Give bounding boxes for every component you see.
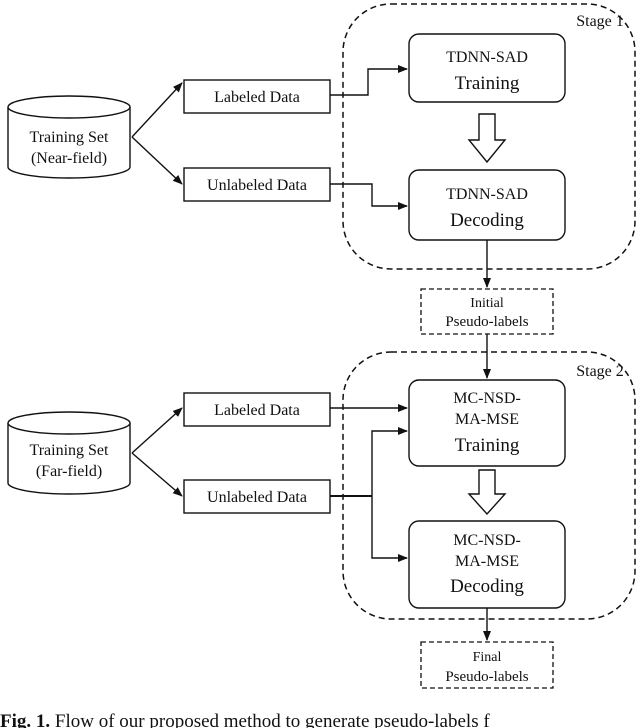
arrow-unlabeled-to-mc-decoding bbox=[371, 496, 408, 562]
tdnn-sad-decoding-line1: TDNN-SAD bbox=[446, 186, 528, 203]
figure-caption: Fig. 1. Flow of our proposed method to g… bbox=[0, 712, 640, 728]
tdnn-sad-training-line1: TDNN-SAD bbox=[446, 49, 528, 66]
caption-text: Flow of our proposed method to generate … bbox=[54, 712, 490, 728]
mc-decoding-line1: MC-NSD- bbox=[453, 532, 521, 549]
final-pseudo-labels-line2: Pseudo-labels bbox=[445, 669, 528, 685]
labeled-data-box-1: Labeled Data bbox=[183, 79, 331, 114]
hollow-arrow-stage1 bbox=[467, 113, 507, 164]
tdnn-sad-decoding-box: TDNN-SAD Decoding bbox=[408, 169, 566, 241]
stage1-label: Stage 1 bbox=[576, 13, 624, 30]
training-set-near-line1: Training Set bbox=[30, 129, 110, 146]
labeled-data-label-1: Labeled Data bbox=[214, 89, 300, 106]
arrow-labeled-to-tdnn-training bbox=[330, 65, 408, 96]
stage2-container bbox=[342, 351, 636, 620]
hollow-arrow-stage2 bbox=[467, 469, 507, 516]
training-set-near-field: Training Set (Near-field) bbox=[7, 95, 131, 179]
unlabeled-data-label-1: Unlabeled Data bbox=[207, 177, 307, 194]
stage1-container bbox=[342, 3, 636, 270]
flow-diagram: Stage 1 Stage 2 Training Set (Near-field… bbox=[7, 3, 636, 689]
arrow-far-to-labeled bbox=[131, 407, 183, 454]
mc-training-line2: MA-MSE bbox=[455, 411, 519, 428]
tdnn-sad-decoding-line2: Decoding bbox=[450, 210, 524, 231]
mc-training-line1: MC-NSD- bbox=[453, 390, 521, 407]
arrow-far-to-unlabeled bbox=[131, 452, 183, 497]
training-set-far-field: Training Set (Far-field) bbox=[7, 411, 131, 495]
unlabeled-data-box-2: Unlabeled Data bbox=[183, 479, 331, 514]
unlabeled-data-label-2: Unlabeled Data bbox=[207, 489, 307, 506]
training-set-near-line2: (Near-field) bbox=[31, 150, 107, 167]
tdnn-sad-training-line2: Training bbox=[455, 73, 520, 94]
stage2-label: Stage 2 bbox=[576, 363, 624, 380]
unlabeled-data-box-1: Unlabeled Data bbox=[183, 167, 331, 202]
arrow-unlabeled-to-tdnn-decoding bbox=[330, 183, 408, 210]
mc-decoding-line3: Decoding bbox=[450, 576, 524, 597]
labeled-data-label-2: Labeled Data bbox=[214, 402, 300, 419]
training-set-far-line2: (Far-field) bbox=[36, 463, 102, 480]
final-pseudo-labels-box: Final Pseudo-labels bbox=[420, 641, 554, 689]
labeled-data-box-2: Labeled Data bbox=[183, 392, 331, 427]
arrow-near-to-labeled bbox=[131, 82, 183, 138]
mc-nsd-ma-mse-decoding-box: MC-NSD- MA-MSE Decoding bbox=[408, 520, 566, 609]
final-pseudo-labels-line1: Final bbox=[473, 650, 502, 665]
training-set-far-line1: Training Set bbox=[30, 442, 110, 459]
arrow-near-to-unlabeled bbox=[131, 136, 183, 185]
initial-pseudo-labels-line1: Initial bbox=[470, 296, 504, 311]
arrow-unlabeled-to-mc-training bbox=[371, 427, 408, 496]
initial-pseudo-labels-box: Initial Pseudo-labels bbox=[420, 288, 554, 335]
tdnn-sad-training-box: TDNN-SAD Training bbox=[408, 33, 566, 103]
initial-pseudo-labels-line2: Pseudo-labels bbox=[445, 314, 528, 330]
mc-nsd-ma-mse-training-box: MC-NSD- MA-MSE Training bbox=[408, 379, 566, 467]
caption-prefix: Fig. 1. bbox=[0, 712, 51, 728]
mc-training-line3: Training bbox=[455, 435, 520, 456]
mc-decoding-line2: MA-MSE bbox=[455, 553, 519, 570]
